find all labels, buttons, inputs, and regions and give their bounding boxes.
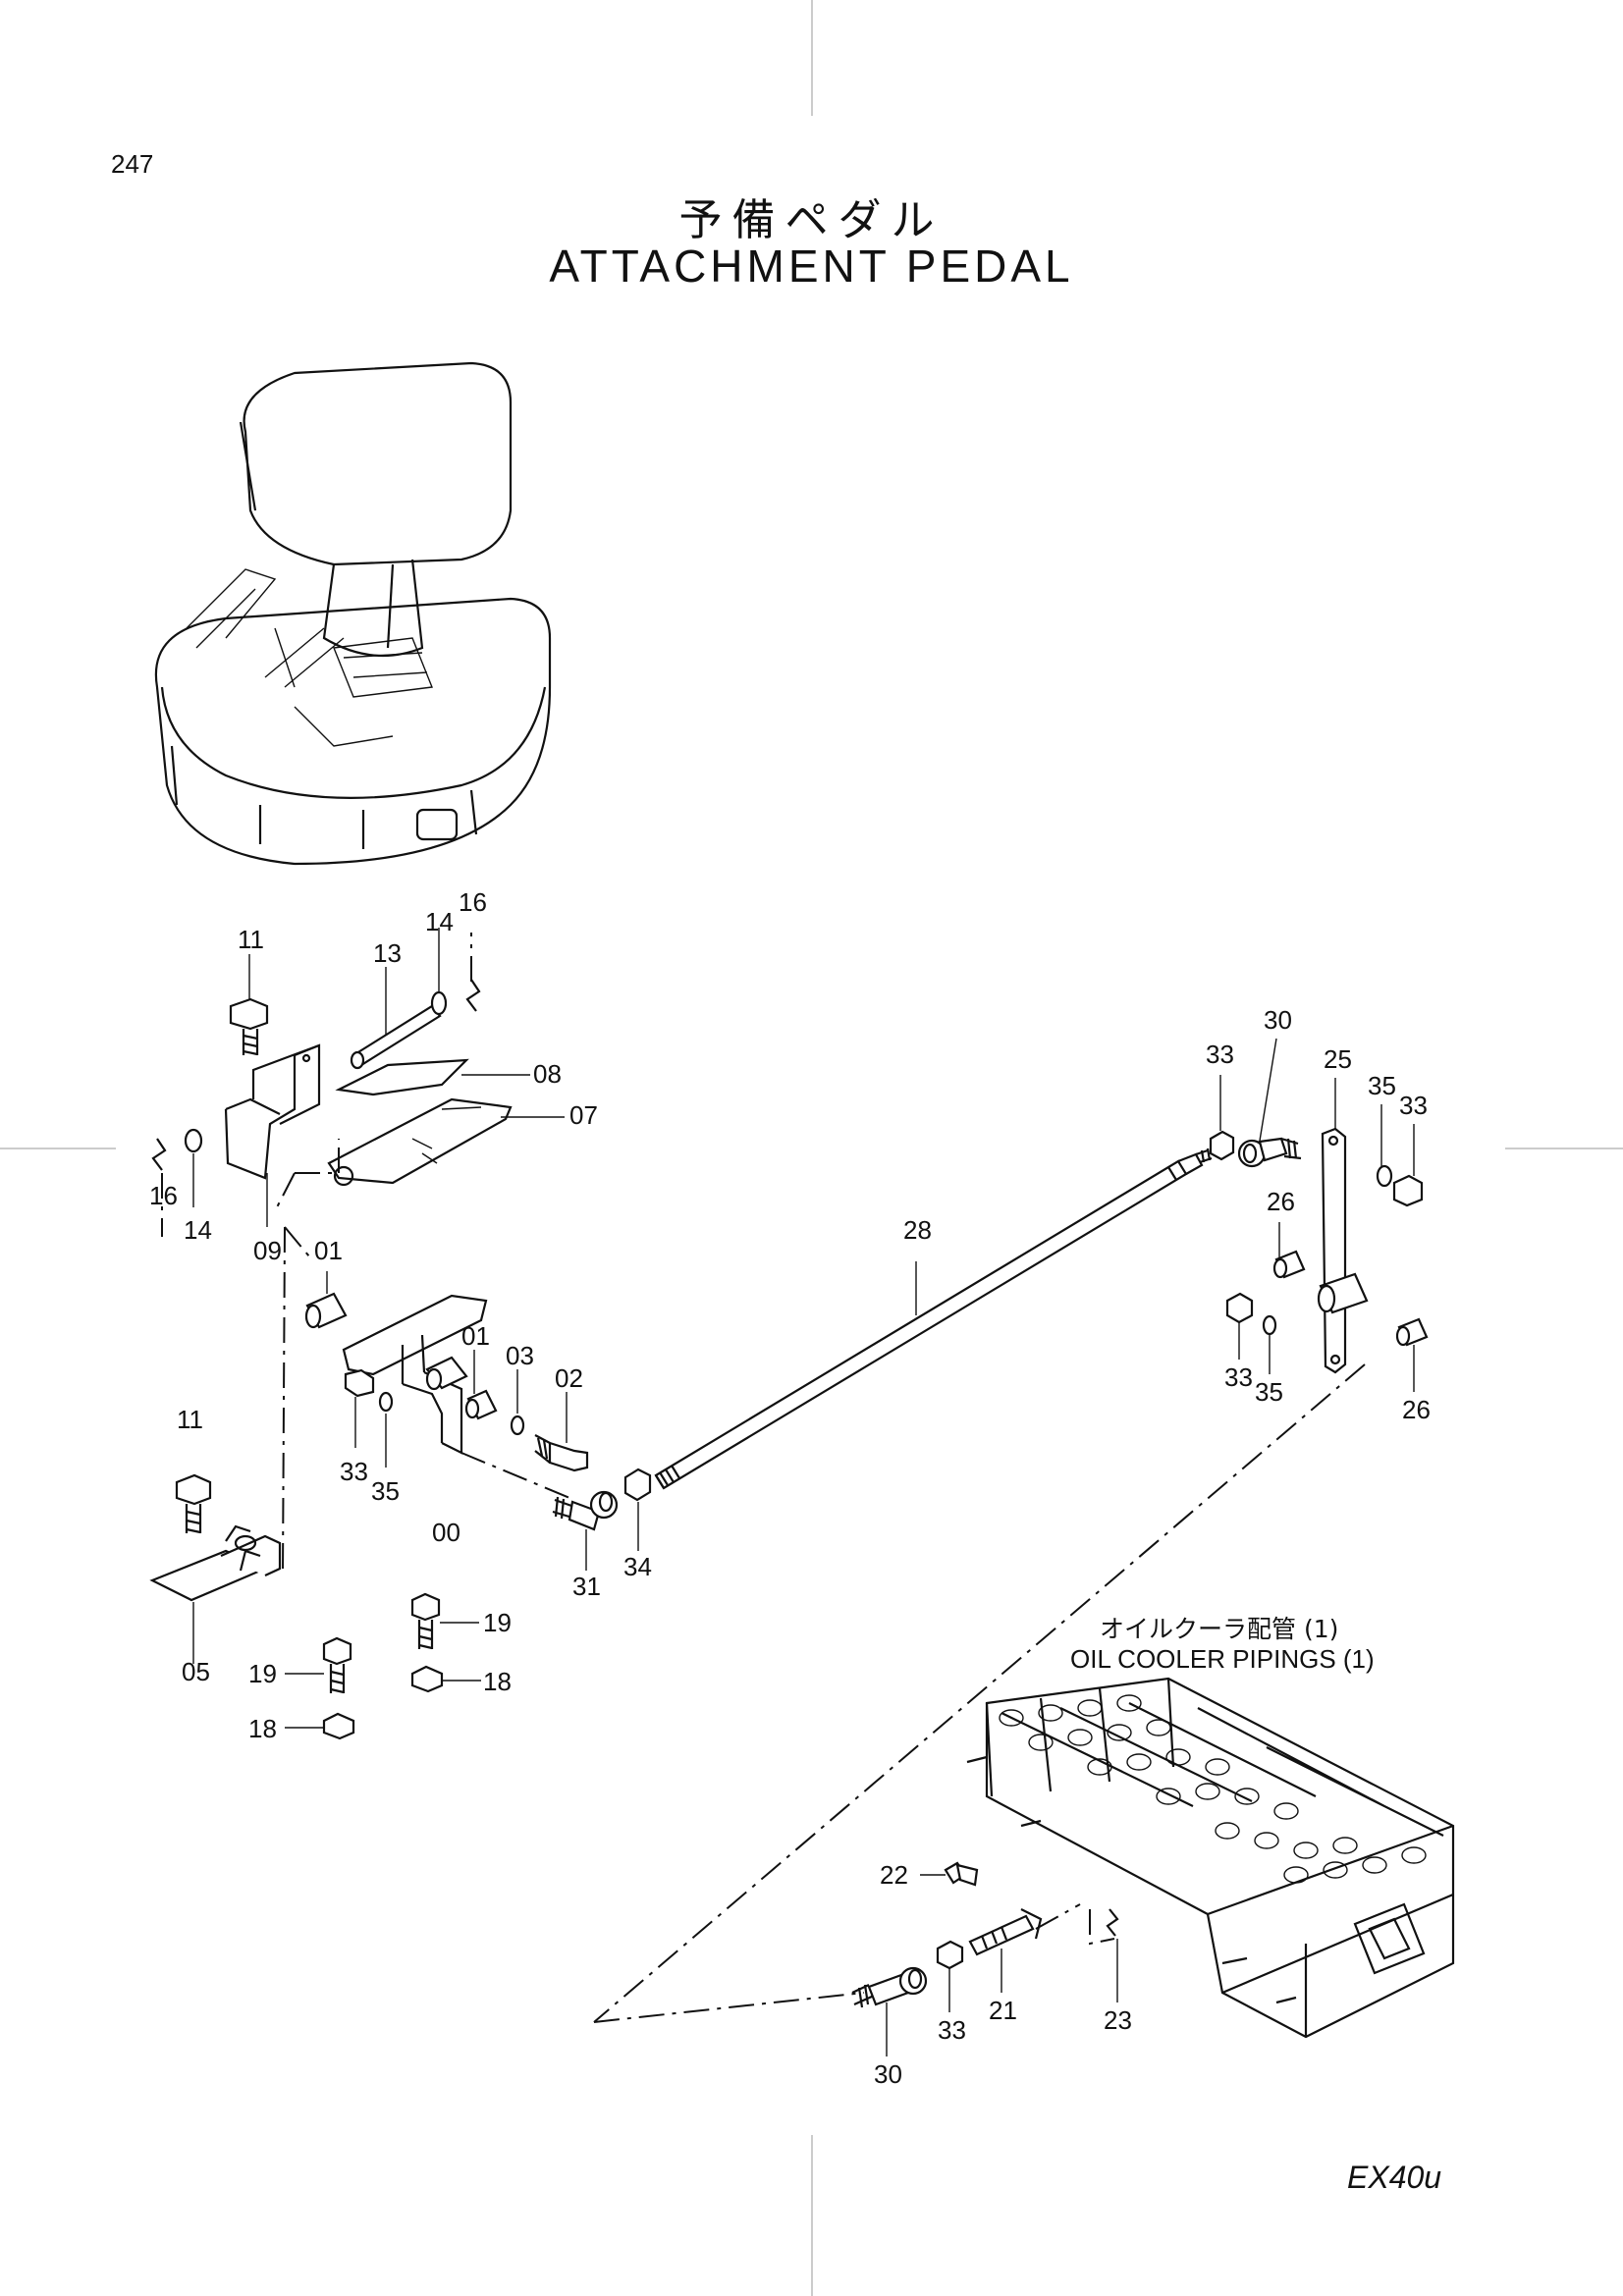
callout-01-left: 01 (314, 1236, 343, 1265)
callout-30-top: 30 (1264, 1005, 1292, 1035)
leader-lines (192, 928, 1415, 2056)
callout-33-pedal: 33 (340, 1457, 368, 1486)
callout-18-right: 18 (483, 1667, 512, 1696)
sub-assembly-ref-english: OIL COOLER PIPINGS (1) (1070, 1644, 1375, 1674)
nut-34 (623, 1468, 652, 1502)
bracket-09 (224, 1043, 321, 1180)
callout-01-right: 01 (461, 1321, 490, 1351)
machine-overview-illustration (154, 361, 552, 866)
callout-16-left: 16 (149, 1181, 178, 1210)
callout-35-pedal: 35 (371, 1476, 400, 1506)
title-english: ATTACHMENT PEDAL (549, 240, 1074, 292)
callout-00: 00 (432, 1518, 460, 1547)
callout-26-bottom: 26 (1402, 1395, 1431, 1424)
washer-35-pedal (378, 1391, 394, 1413)
callout-14-top: 14 (425, 907, 454, 936)
washer-14-top (430, 990, 448, 1016)
callout-33-bottom: 33 (1224, 1362, 1253, 1392)
callout-21: 21 (989, 1996, 1017, 2025)
callout-28: 28 (903, 1215, 932, 1245)
callout-16-top: 16 (459, 887, 487, 917)
pedal-assembly (149, 979, 652, 1740)
washer-35-bottom (1262, 1314, 1277, 1336)
bushing-01-left (304, 1292, 348, 1329)
callout-19-left: 19 (248, 1659, 277, 1688)
pedal-00 (342, 1294, 488, 1455)
callout-08: 08 (533, 1059, 562, 1089)
bolt-11-top (229, 997, 269, 1056)
nut-33-rod (1209, 1130, 1235, 1161)
bushing-26-bottom (1395, 1317, 1429, 1347)
sleeve-25 (1317, 1272, 1369, 1314)
bolt-02 (534, 1434, 589, 1472)
callout-18-left: 18 (248, 1714, 277, 1743)
callout-33-top: 33 (1399, 1091, 1428, 1120)
sub-assembly-ref-japanese: オイルクーラ配管 (1) (1100, 1615, 1339, 1643)
callout-33-valve: 33 (938, 2015, 966, 2045)
nut-18-right (410, 1665, 444, 1693)
rod-28 (654, 1148, 1213, 1490)
control-valve-illustration (966, 1677, 1455, 2039)
model-code: EX40u (1347, 2160, 1442, 2195)
linkage-right (1209, 1127, 1429, 1374)
lever-25 (1321, 1127, 1347, 1374)
callout-25: 25 (1324, 1044, 1352, 1074)
nut-33-bottom (1225, 1292, 1254, 1324)
clevis-21 (968, 1908, 1043, 1956)
rod-end-30-top (1237, 1137, 1302, 1168)
bracket-05 (149, 1524, 282, 1602)
cotter-pin-16-left (151, 1138, 167, 1171)
nut-33-valve (936, 1940, 964, 1970)
washer-35-top (1376, 1164, 1393, 1188)
callout-11-lower: 11 (177, 1405, 203, 1434)
washer-14-left (184, 1128, 203, 1153)
washer-03 (510, 1415, 525, 1436)
rod-end-30-bottom (851, 1966, 928, 2008)
nut-33-top (1392, 1174, 1424, 1207)
cotter-pin-16-top (465, 979, 481, 1012)
callout-22: 22 (880, 1860, 908, 1890)
bolt-19-right (410, 1592, 441, 1650)
bolt-11-lower (175, 1473, 212, 1534)
callout-31: 31 (572, 1572, 601, 1601)
plate-08 (335, 1058, 469, 1096)
callout-14-left: 14 (184, 1215, 212, 1245)
callout-35-bottom: 35 (1255, 1377, 1283, 1407)
callout-11-top: 11 (238, 925, 264, 954)
callout-labels: 11 13 14 16 08 07 16 14 09 01 01 03 02 3… (149, 887, 1431, 2089)
assembly-centerlines (161, 933, 1366, 2023)
callout-09: 09 (253, 1236, 282, 1265)
callout-19-right: 19 (483, 1608, 512, 1637)
callout-07: 07 (569, 1100, 598, 1130)
valve-linkage (851, 1861, 1119, 2008)
bolt-19-left (322, 1636, 352, 1694)
callout-34: 34 (623, 1552, 652, 1581)
callout-30-bottom: 30 (874, 2059, 902, 2089)
nut-33-pedal (344, 1368, 375, 1398)
fitting-22 (944, 1861, 979, 1887)
callout-05: 05 (182, 1657, 210, 1686)
title-japanese: 予備ペダル (678, 195, 945, 245)
callout-03: 03 (506, 1341, 534, 1370)
page-number: 247 (111, 149, 154, 179)
callout-23: 23 (1104, 2005, 1132, 2035)
bushing-26-top (1272, 1250, 1306, 1279)
nut-18-left (322, 1712, 355, 1740)
pin-13 (350, 1004, 442, 1070)
callout-35-top: 35 (1368, 1071, 1396, 1100)
callout-26-top: 26 (1267, 1187, 1295, 1216)
callout-33-rod: 33 (1206, 1040, 1234, 1069)
cotter-pin-23 (1106, 1908, 1119, 1937)
callout-13: 13 (373, 938, 402, 968)
bushing-01-right (464, 1389, 498, 1420)
callout-02: 02 (555, 1363, 583, 1393)
pedal-cover-07 (327, 1097, 513, 1187)
rod-end-31 (552, 1490, 619, 1531)
